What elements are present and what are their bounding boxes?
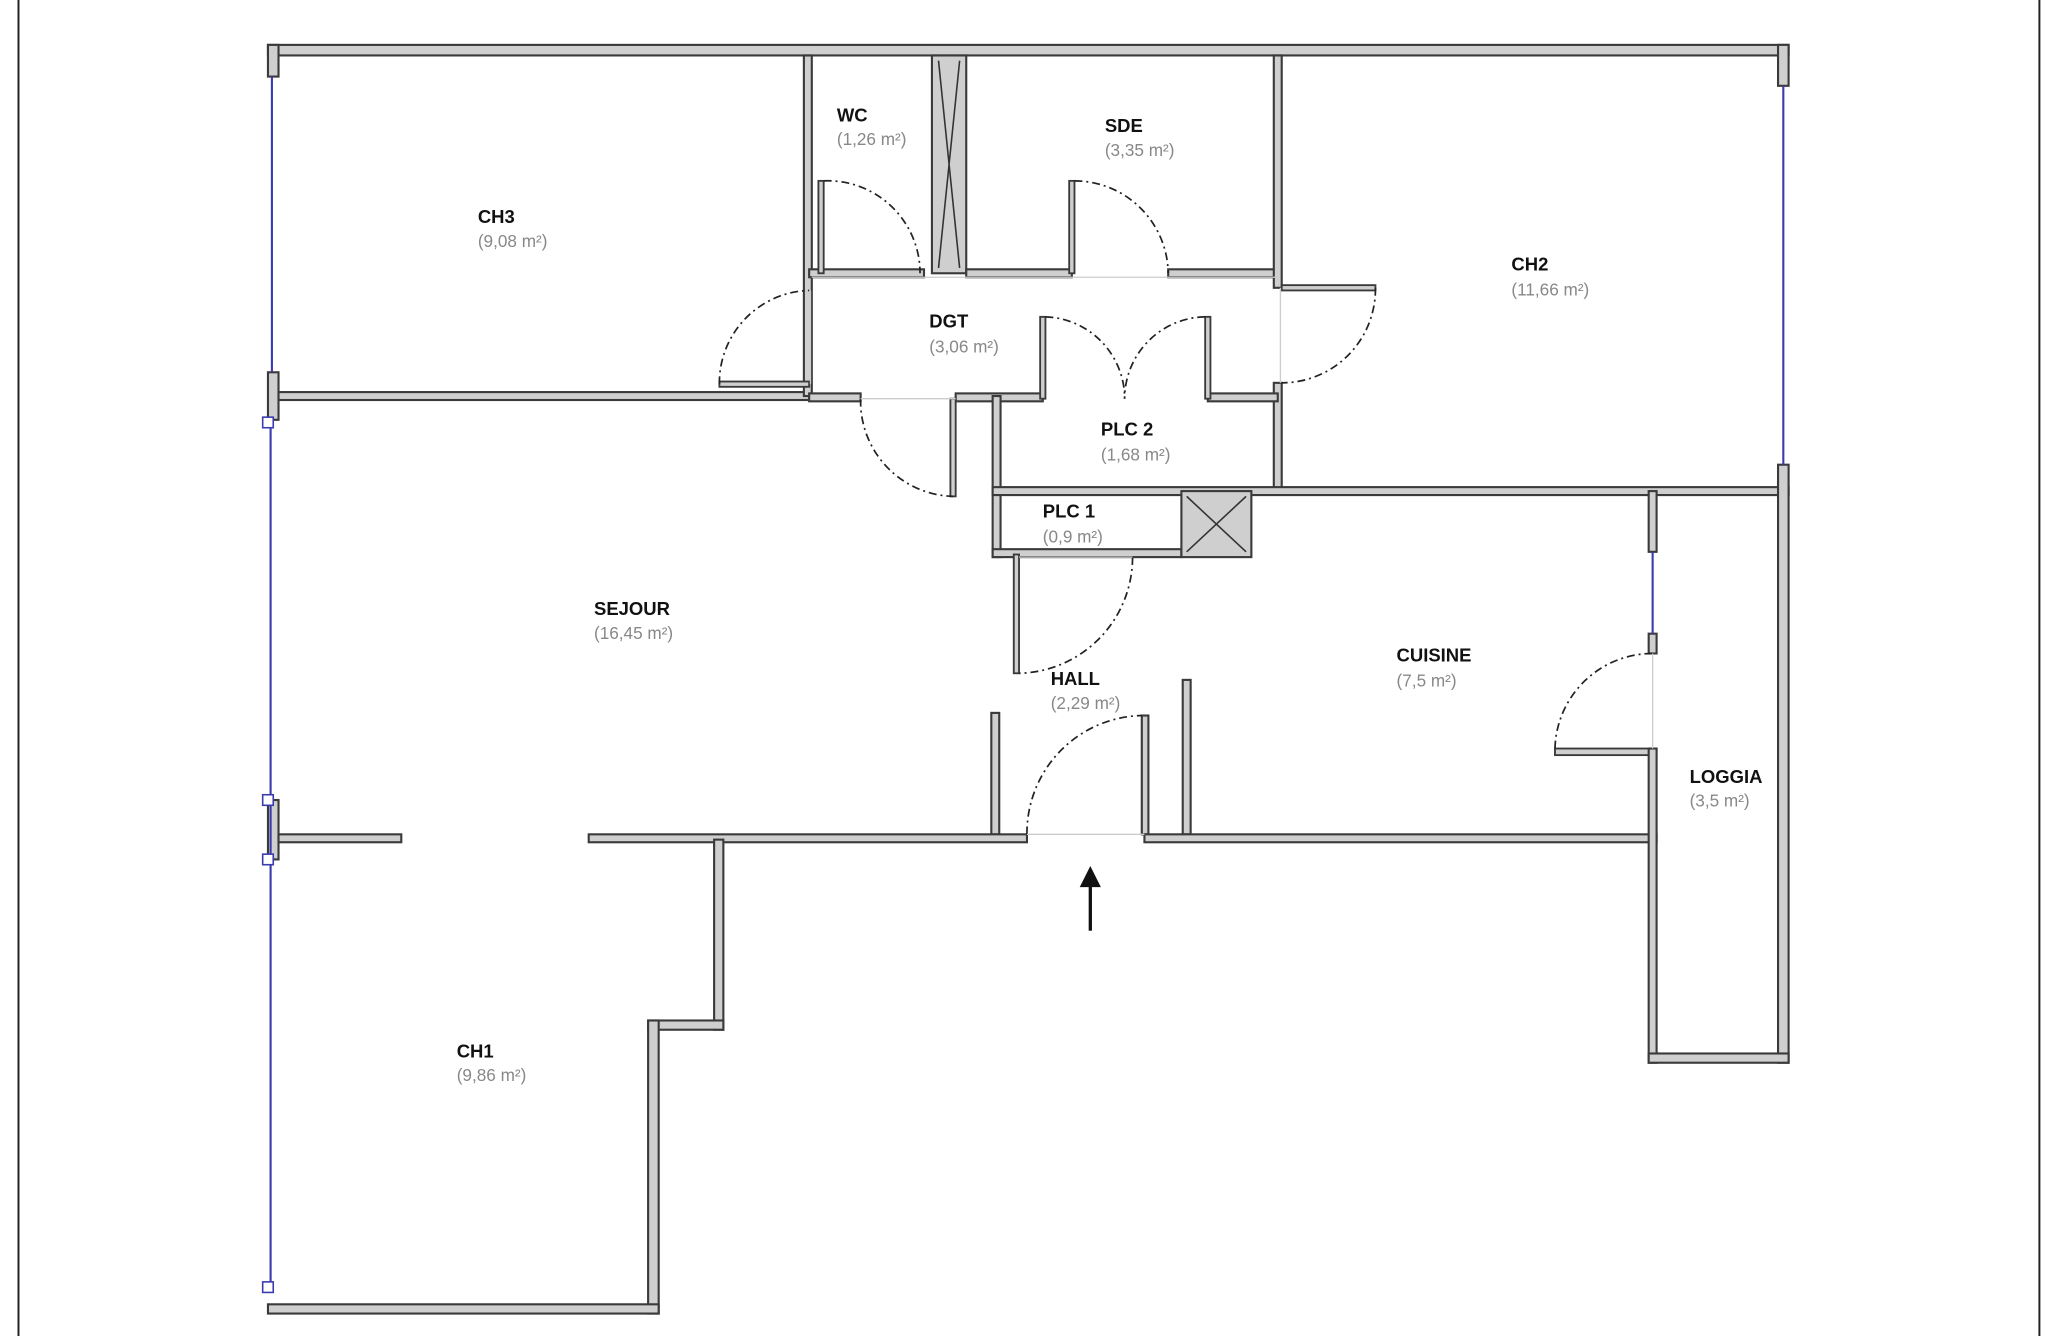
room-ch1: CH1 (9,86 m²) (457, 1040, 527, 1085)
walls (266, 43, 1790, 1315)
svg-text:(16,45 m²): (16,45 m²) (594, 623, 673, 643)
svg-text:(2,29 m²): (2,29 m²) (1051, 693, 1121, 713)
room-sejour: SEJOUR (16,45 m²) (594, 598, 673, 643)
svg-text:(0,9 m²): (0,9 m²) (1043, 527, 1103, 547)
svg-text:PLC 1: PLC 1 (1043, 501, 1095, 522)
windows (261, 76, 1785, 1294)
svg-text:(9,08 m²): (9,08 m²) (478, 231, 548, 251)
door-swings (718, 179, 1654, 835)
svg-text:(3,5 m²): (3,5 m²) (1690, 791, 1750, 811)
room-cuisine: CUISINE (7,5 m²) (1397, 644, 1472, 690)
room-plc1: PLC 1 (0,9 m²) (1043, 501, 1103, 547)
room-hall: HALL (2,29 m²) (1051, 668, 1121, 713)
room-sde: SDE (3,35 m²) (1105, 115, 1175, 160)
svg-text:LOGGIA: LOGGIA (1690, 766, 1763, 787)
svg-text:SDE: SDE (1105, 115, 1143, 136)
room-dgt: DGT (3,06 m²) (929, 310, 999, 356)
svg-text:(3,35 m²): (3,35 m²) (1105, 140, 1175, 160)
svg-text:WC: WC (837, 104, 868, 125)
svg-text:CH3: CH3 (478, 206, 515, 227)
svg-text:(1,26 m²): (1,26 m²) (837, 129, 907, 149)
svg-text:(3,06 m²): (3,06 m²) (929, 336, 999, 356)
room-wc: WC (1,26 m²) (837, 104, 907, 149)
room-plc2: PLC 2 (1,68 m²) (1101, 419, 1171, 465)
svg-text:CH2: CH2 (1511, 254, 1548, 275)
svg-text:(9,86 m²): (9,86 m²) (457, 1065, 527, 1085)
room-ch2: CH2 (11,66 m²) (1511, 254, 1589, 300)
room-labels: CH3 (9,08 m²) WC (1,26 m²) SDE (3,35 m²) CH… (457, 104, 1763, 1085)
svg-text:PLC 2: PLC 2 (1101, 419, 1153, 440)
svg-text:HALL: HALL (1051, 668, 1100, 689)
svg-text:(7,5 m²): (7,5 m²) (1397, 670, 1457, 690)
room-loggia: LOGGIA (3,5 m²) (1690, 766, 1763, 811)
entry-arrow (1079, 866, 1101, 931)
svg-text:CH1: CH1 (457, 1040, 494, 1061)
room-ch3: CH3 (9,08 m²) (478, 206, 548, 251)
svg-text:(11,66 m²): (11,66 m²) (1511, 280, 1589, 300)
svg-text:DGT: DGT (929, 310, 969, 331)
svg-text:(1,68 m²): (1,68 m²) (1101, 445, 1171, 465)
svg-text:CUISINE: CUISINE (1397, 644, 1472, 665)
svg-text:SEJOUR: SEJOUR (594, 598, 670, 619)
